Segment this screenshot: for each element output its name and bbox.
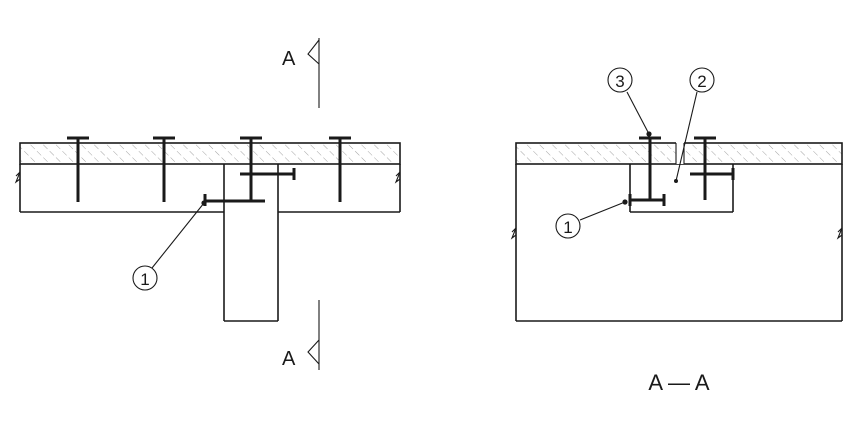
callout-1-right: 1 <box>555 199 628 239</box>
slab <box>14 164 401 213</box>
callout-label: 3 <box>615 72 624 91</box>
callout-3: 3 <box>607 67 652 137</box>
callout-1-left: 1 <box>132 200 207 291</box>
shear-stud <box>329 136 351 202</box>
topping-layer <box>19 142 401 165</box>
callout-label: 2 <box>697 72 706 91</box>
shear-stud <box>639 136 661 200</box>
shear-stud <box>67 136 89 202</box>
section-marker-label-bottom: A <box>282 348 296 370</box>
pocket <box>629 164 734 213</box>
beam <box>223 164 279 322</box>
connector-bar-right <box>690 168 735 180</box>
shear-stud <box>153 136 175 202</box>
shear-stud <box>694 136 716 200</box>
beam-section <box>510 164 843 322</box>
section-title: A — A <box>648 370 709 395</box>
section-marker-label-top: A <box>282 48 296 70</box>
callout-label: 1 <box>563 218 572 237</box>
callout-label: 1 <box>140 270 149 289</box>
connector-bar-left <box>628 194 666 206</box>
section-cut-top: A <box>282 38 320 108</box>
connector-bar-upper <box>240 168 296 180</box>
section-cut-bottom: A <box>282 300 320 370</box>
shear-stud <box>240 136 262 202</box>
callout-2: 2 <box>674 67 715 183</box>
topping-joint <box>676 140 684 164</box>
connector-bar-lower <box>203 194 265 206</box>
left-view: A A <box>14 38 401 370</box>
right-view: 1 2 3 A — A <box>510 67 843 395</box>
